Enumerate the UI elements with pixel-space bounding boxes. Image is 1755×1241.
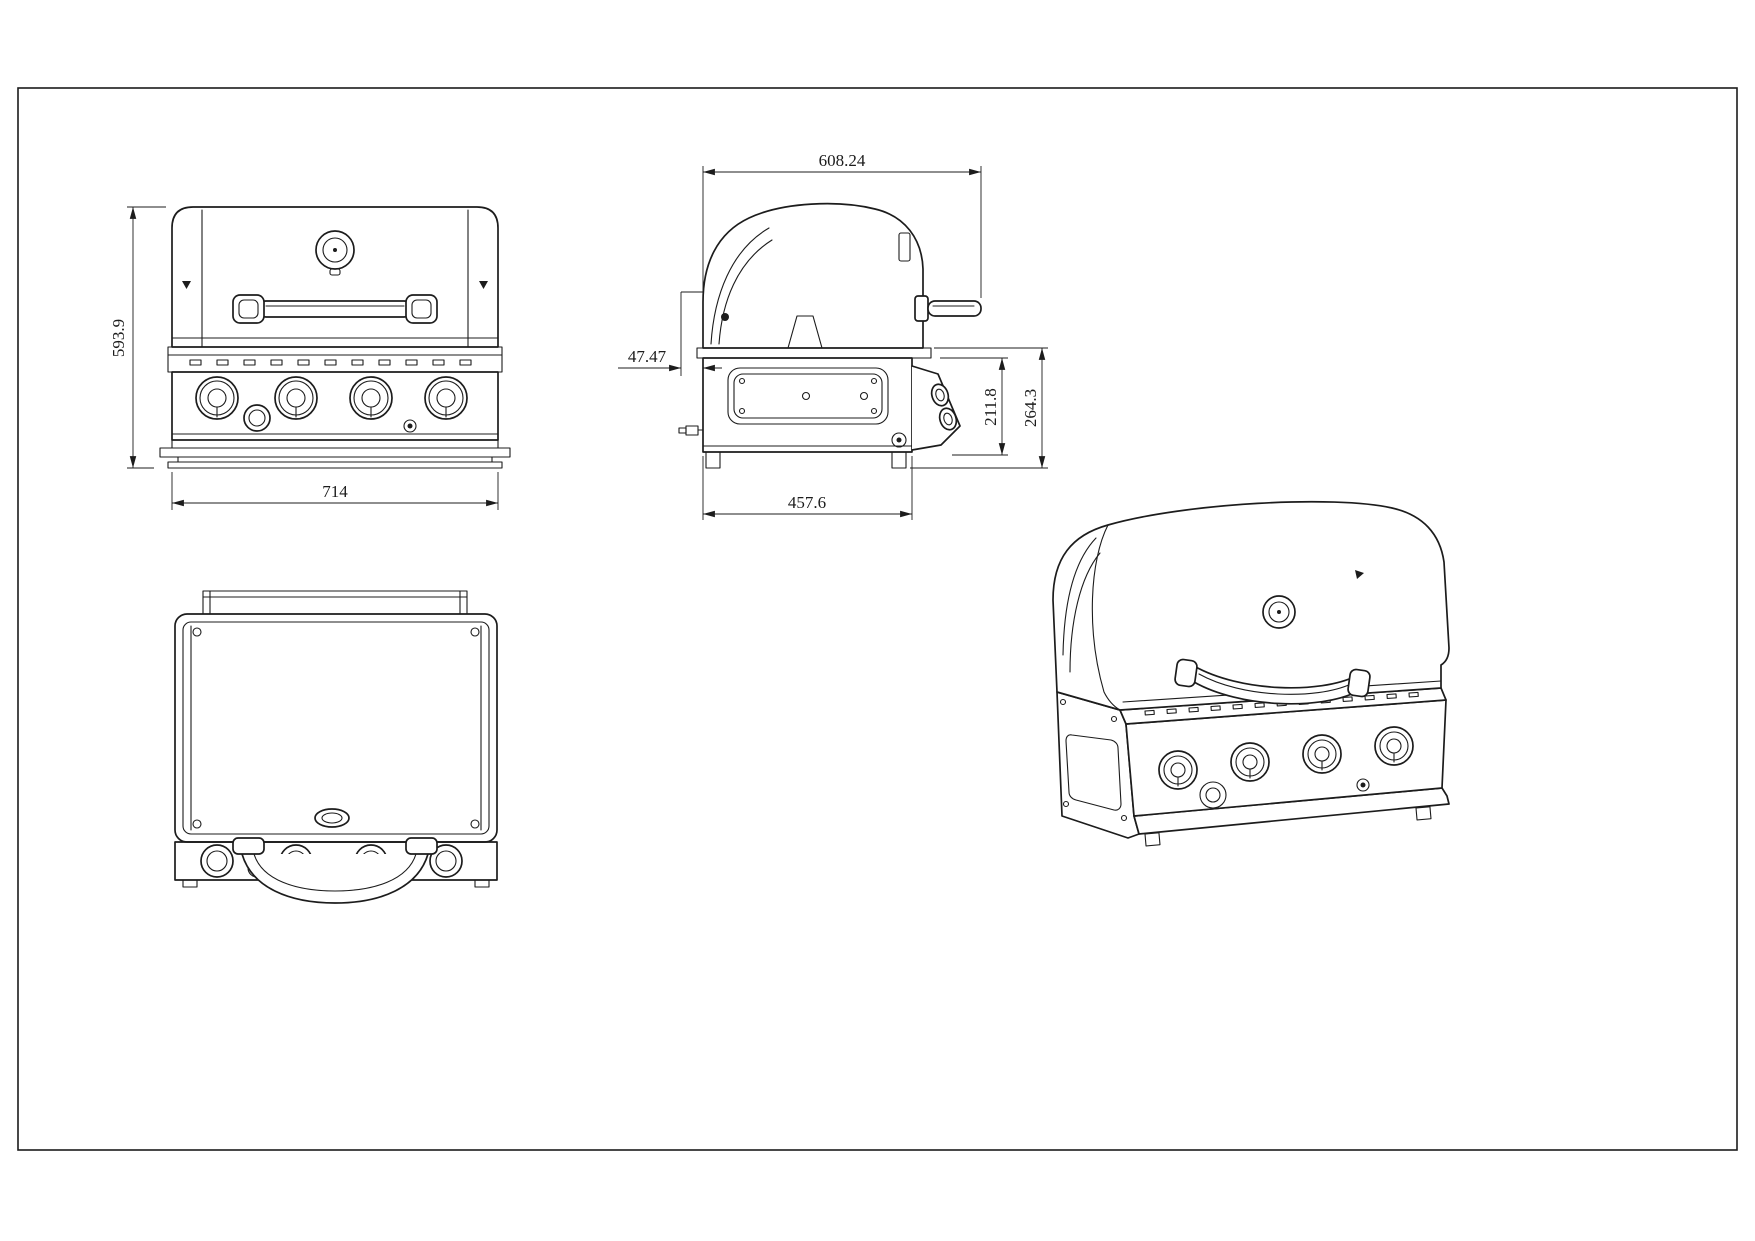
isometric-view [1052, 500, 1450, 847]
dim-side-inner-height: 211.8 [940, 357, 1008, 456]
iso-side-panel [1056, 691, 1140, 839]
control-knob-1 [195, 376, 239, 420]
top-handle [232, 837, 438, 904]
dim-text-side-top-width: 608.24 [819, 151, 866, 170]
dim-text-side-inner-height: 211.8 [981, 388, 1000, 426]
dim-side-overall-height: 264.3 [910, 347, 1048, 469]
side-body [678, 347, 932, 469]
side-lid-handle [914, 295, 982, 322]
top-lid [174, 613, 498, 843]
iso-lid-handle [1174, 658, 1371, 705]
top-view [174, 590, 498, 904]
dim-text-side-overall-height: 264.3 [1021, 389, 1040, 427]
hinge-mark-right [479, 281, 488, 289]
side-valve-fitting [678, 425, 704, 436]
dim-side-top-width: 608.24 [702, 151, 982, 298]
iso-control-panel [1125, 699, 1447, 817]
vent-slots-front [189, 359, 472, 366]
side-control-panel [911, 365, 961, 451]
iso-lid [1052, 500, 1450, 711]
top-knob-4 [429, 844, 463, 878]
front-control-panel [171, 371, 499, 441]
front-lid-handle [232, 294, 438, 324]
iso-knob-3 [1302, 734, 1342, 774]
front-base [159, 439, 511, 469]
dim-text-front-height: 593.9 [109, 319, 128, 357]
dim-text-front-width: 714 [322, 482, 348, 501]
iso-indicator-light [1356, 778, 1370, 792]
ignition-button-front [243, 404, 271, 432]
iso-knob-4 [1374, 726, 1414, 766]
iso-knob-1 [1158, 750, 1198, 790]
iso-hinge-mark [1355, 570, 1364, 579]
side-view: 608.24 47.47 211.8 264.3 457.6 [618, 151, 1048, 520]
side-lid [702, 202, 924, 349]
front-thermometer [315, 230, 355, 276]
dim-text-side-bottom-depth: 457.6 [788, 493, 826, 512]
sheet-border [17, 87, 1738, 1151]
iso-ignition-button [1199, 781, 1227, 809]
front-vent-band [167, 346, 503, 373]
iso-thermometer [1262, 595, 1296, 629]
top-knob-1 [200, 844, 234, 878]
dim-text-side-front-offset: 47.47 [628, 347, 667, 366]
dim-side-front-offset: 47.47 [618, 291, 722, 376]
indicator-light-front [403, 419, 417, 433]
dim-side-bottom-depth: 457.6 [702, 456, 913, 520]
gas-inlet-side [891, 432, 907, 448]
control-knob-3 [349, 376, 393, 420]
front-lid [171, 206, 499, 348]
control-knob-2 [274, 376, 318, 420]
dim-front-height: 593.9 [109, 206, 166, 469]
dim-front-width: 714 [171, 472, 499, 510]
top-thermometer-housing [314, 808, 350, 828]
hinge-mark-left [182, 281, 191, 289]
control-knob-4 [424, 376, 468, 420]
top-back-shelf [202, 590, 468, 615]
front-view: 593.9 714 [109, 206, 511, 510]
iso-knob-2 [1230, 742, 1270, 782]
